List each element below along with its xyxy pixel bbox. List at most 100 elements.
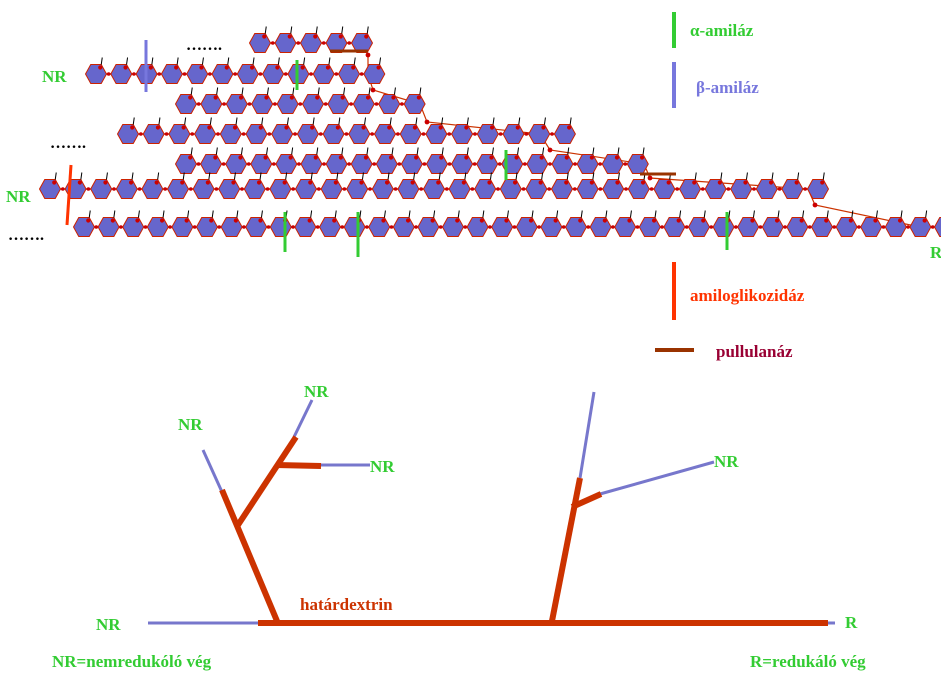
bond-dot [246, 162, 251, 166]
ring-oxygen-dot [464, 155, 469, 160]
ring-oxygen-dot [602, 218, 607, 223]
ring-oxygen-dot [364, 34, 369, 39]
ring-oxygen-dot [514, 155, 519, 160]
ring-oxygen-dot [130, 125, 135, 130]
glucose-c6-tick [851, 210, 854, 218]
glucose-unit [194, 124, 217, 144]
bond-dot [189, 187, 193, 191]
glucose-c6-tick [361, 172, 364, 180]
glucose-c6-tick [359, 210, 362, 218]
glucose-unit [312, 64, 335, 84]
ring-oxygen-dot [338, 34, 343, 39]
glucose-c6-tick [285, 172, 288, 180]
bond-dot [598, 187, 603, 191]
glucose-unit [250, 154, 273, 174]
ring-oxygen-dot [387, 125, 392, 130]
ring-oxygen-dot [489, 155, 494, 160]
ring-oxygen-dot [335, 125, 340, 130]
glucose-c6-tick [260, 210, 263, 218]
ring-oxygen-dot [231, 180, 236, 185]
glucose-c6-tick [105, 172, 108, 180]
glucose-unit [909, 217, 932, 237]
bond-dot [322, 162, 326, 166]
bond-dot [208, 72, 212, 76]
glucose-c6-tick [441, 147, 444, 155]
bond-dot [906, 225, 910, 229]
glucose-unit [378, 94, 401, 114]
ring-oxygen-dot [213, 95, 218, 100]
bond-dot [163, 187, 167, 191]
glucose-unit [166, 179, 190, 199]
bond-dot [297, 162, 301, 166]
ring-oxygen-dot [238, 155, 243, 160]
glucose-unit [271, 124, 294, 144]
ring-oxygen-dot [640, 180, 646, 185]
glucose-c6-tick [826, 210, 829, 218]
glucose-unit [225, 154, 248, 174]
ring-oxygen-dot [361, 125, 366, 130]
ring-oxygen-dot [288, 155, 293, 160]
bond-dot [548, 162, 552, 166]
glucose-c6-tick [566, 172, 569, 180]
ring-oxygen-dot [282, 180, 287, 185]
ring-oxygen-dot [325, 65, 331, 70]
glucose-c6-tick [291, 147, 294, 155]
glucose-c6-tick [201, 57, 204, 65]
bond-dot [283, 72, 288, 76]
glucose-c6-tick [592, 147, 595, 155]
glucose-c6-tick [266, 147, 269, 155]
ring-oxygen-dot [123, 65, 128, 70]
ring-oxygen-dot [750, 218, 755, 223]
ring-oxygen-dot [430, 218, 435, 223]
bond-dot [291, 187, 296, 191]
glucose-unit [296, 124, 319, 144]
bond-dot [323, 102, 328, 106]
glucose-c6-tick [383, 210, 386, 218]
bond-dot [222, 102, 226, 106]
bond-dot [497, 162, 502, 166]
ring-oxygen-dot [181, 125, 186, 130]
glucose-unit [218, 179, 241, 199]
amyloglucosidase-cut [65, 164, 73, 226]
glucose-c6-tick [541, 172, 544, 180]
glucose-unit [363, 64, 386, 84]
branch-point-dot [370, 87, 376, 93]
glucose-unit [499, 179, 522, 199]
bottom-nr-right-branch: NR [714, 452, 739, 471]
bond-dot [421, 132, 426, 136]
bond-dot [270, 41, 275, 45]
bond-dot [447, 132, 452, 136]
bond-dot [344, 132, 349, 136]
bond-dot [422, 162, 427, 166]
bond-dot [291, 225, 295, 229]
glucose-unit [219, 124, 242, 144]
glucose-unit [550, 179, 574, 199]
bond-dot [547, 187, 551, 191]
glucose-c6-tick [482, 210, 485, 218]
glucose-unit [755, 179, 778, 199]
ring-oxygen-dot [264, 95, 269, 100]
bond-dot [512, 225, 517, 229]
ring-oxygen-dot [564, 180, 569, 185]
glucose-unit [638, 217, 661, 237]
glucose-c6-tick [822, 172, 825, 180]
ring-oxygen-dot [98, 65, 103, 70]
glucose-unit [422, 179, 446, 199]
bond-dot [752, 187, 756, 191]
ring-oxygen-dot [799, 218, 804, 223]
glucose-unit [211, 64, 234, 84]
top-branch-thin [292, 399, 314, 438]
glucose-c6-tick [303, 57, 306, 65]
bond-dot [182, 72, 187, 76]
glucose-unit [589, 217, 612, 237]
glucose-unit [72, 217, 96, 237]
glucose-unit [730, 179, 753, 199]
glucose-c6-tick [438, 172, 441, 180]
glucose-c6-tick [368, 87, 371, 95]
glucose-unit [678, 179, 702, 199]
glucose-c6-tick [209, 117, 212, 125]
glucose-unit [236, 64, 259, 84]
bond-dot [537, 225, 541, 229]
ring-oxygen-dot [539, 155, 544, 160]
glucose-c6-tick [312, 117, 315, 125]
